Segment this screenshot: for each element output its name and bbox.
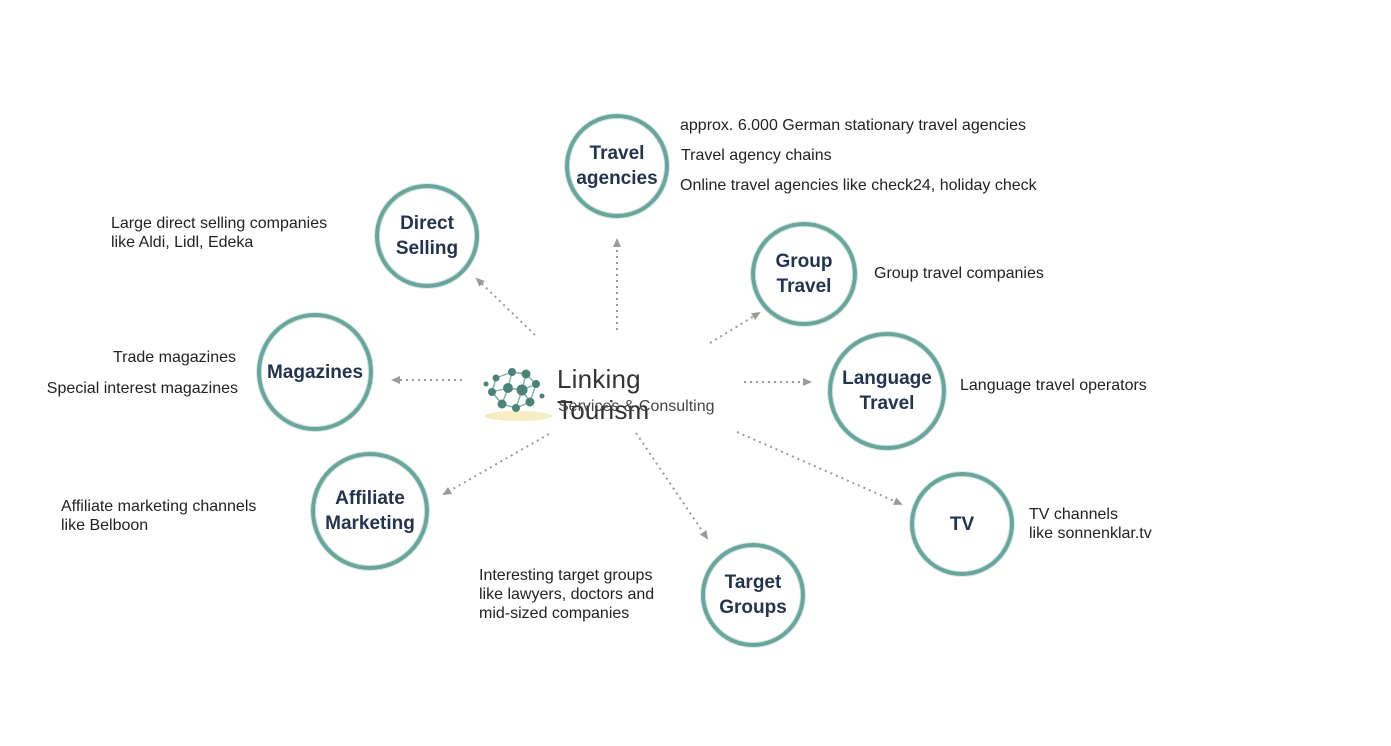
desc-travel-agencies-2: Travel agency chains [681,147,832,164]
node-language-travel: Language Travel [828,332,946,450]
desc-affiliate-marketing: Affiliate marketing channels like Belboo… [61,498,257,534]
node-affiliate-marketing: Affiliate Marketing [311,452,429,570]
node-label: Language Travel [842,368,932,414]
desc-group-travel: Group travel companies [874,265,1044,282]
node-label: Target Groups [719,572,787,618]
node-group-travel: Group Travel [751,222,857,326]
desc-travel-agencies-3: Online travel agencies like check24, hol… [680,177,1037,194]
arrow-to-affiliate-marketing [442,433,550,495]
arrow-to-target-groups [635,432,709,540]
network-logo-icon [483,368,552,421]
node-direct-selling: Direct Selling [375,184,479,288]
node-label: Direct Selling [395,213,459,259]
node-label: Magazines [266,361,364,383]
desc-magazines-2: Special interest magazines [46,380,238,397]
desc-direct-selling: Large direct selling companies like Aldi… [111,215,328,251]
node-label: Affiliate Marketing [325,488,415,534]
arrow-to-group-travel [709,311,761,344]
linking-tourism-logo: Linking Tourism Services & Consulting [478,358,738,428]
desc-magazines-1: Trade magazines [112,349,236,366]
node-label: TV [949,513,975,535]
desc-tv: TV channels like sonnenklar.tv [1029,506,1152,542]
logo-title: Linking Tourism [557,364,650,425]
node-target-groups: Target Groups [701,543,805,647]
logo-subtitle: Services & Consulting [558,398,715,415]
node-tv: TV [910,472,1014,576]
desc-travel-agencies-1: approx. 6.000 German stationary travel a… [680,117,1026,134]
node-travel-agencies: Travel agencies [565,114,669,218]
node-label: Travel agencies [576,143,658,189]
node-label: Group Travel [775,251,833,297]
node-magazines: Magazines [257,313,373,431]
desc-language-travel: Language travel operators [960,377,1147,394]
desc-target-groups: Interesting target groups like lawyers, … [479,567,655,622]
arrow-to-direct-selling [475,277,536,336]
